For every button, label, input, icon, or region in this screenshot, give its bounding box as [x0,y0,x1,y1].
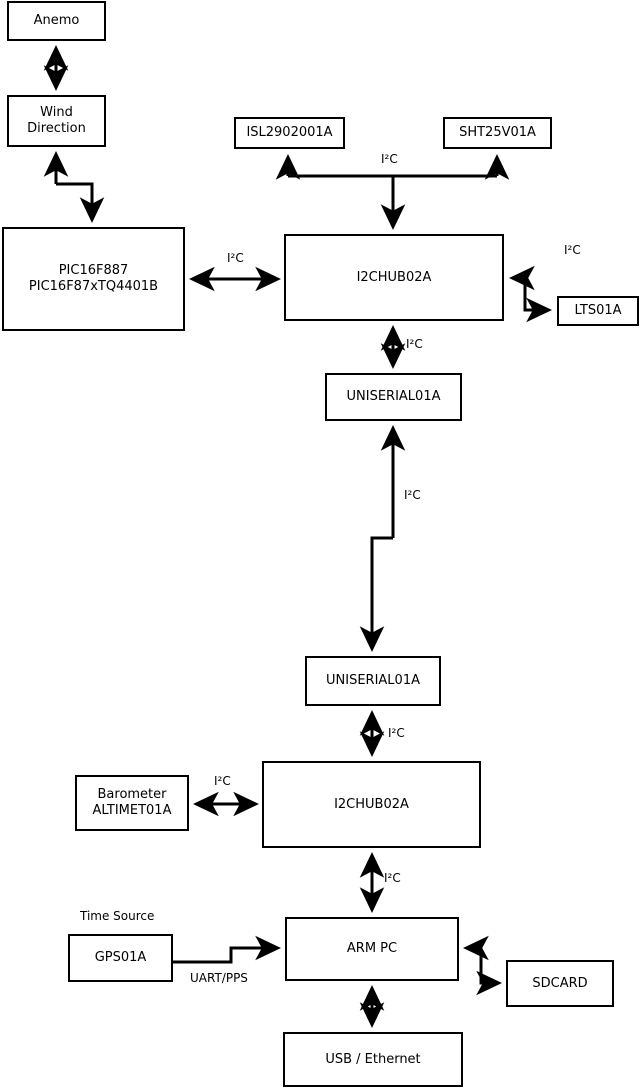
edge-label-i2c-barometer: I²C [214,774,231,788]
node-arm-pc[interactable]: ARM PC [285,917,459,981]
node-sdcard-label: SDCARD [532,975,588,991]
edge-wind-pic [43,150,105,224]
node-sdcard[interactable]: SDCARD [506,960,614,1007]
node-barometer-altimet01a[interactable]: Barometer ALTIMET01A [75,775,189,831]
node-i2chub02a-bottom[interactable]: I2CHUB02A [262,761,481,848]
edge-gps-armpc [173,935,282,964]
node-gps01a[interactable]: GPS01A [68,934,173,982]
edge-hubtop-sensors-bus [275,153,510,231]
node-pic-mcu[interactable]: PIC16F887 PIC16F87xTQ4401B [2,227,185,331]
edge-label-i2c-sensor-bus: I²C [381,152,398,166]
edge-label-i2c-pic-hub: I²C [227,251,244,265]
node-gps01a-label: GPS01A [94,950,147,966]
node-uniserial01a-top[interactable]: UNISERIAL01A [325,373,462,421]
edge-label-i2c-uniserial-link: I²C [404,488,421,502]
edge-label-i2c-lts: I²C [564,243,581,257]
node-anemo[interactable]: Anemo [7,1,106,41]
node-pic-mcu-label: PIC16F887 PIC16F87xTQ4401B [28,263,159,294]
node-sht25v01a[interactable]: SHT25V01A [443,117,552,149]
label-time-source: Time Source [80,909,155,923]
node-wind-direction-label: Wind Direction [27,105,86,136]
node-usb-ethernet[interactable]: USB / Ethernet [283,1032,463,1087]
node-uniserial01a-bottom[interactable]: UNISERIAL01A [305,656,441,706]
node-i2chub02a-top[interactable]: I2CHUB02A [284,234,504,321]
edge-armpc-sdcard [462,935,503,996]
node-usb-ethernet-label: USB / Ethernet [325,1051,421,1067]
edge-label-i2c-uniserial-hub2: I²C [388,726,405,740]
node-uniserial01a-bottom-label: UNISERIAL01A [326,673,420,689]
node-isl2902001a-label: ISL2902001A [246,125,333,141]
node-sht25v01a-label: SHT25V01A [459,125,536,141]
edge-label-uart-pps: UART/PPS [190,971,248,985]
node-isl2902001a[interactable]: ISL2902001A [234,117,345,149]
edge-uniserial-link [359,424,406,653]
node-uniserial01a-top-label: UNISERIAL01A [346,389,441,405]
edge-label-i2c-hub2-armpc: I²C [384,871,401,885]
node-barometer-altimet01a-label: Barometer ALTIMET01A [92,787,172,818]
edge-label-i2c-hub-uniserial: I²C [406,337,423,351]
edge-hubtop-lts [508,265,553,323]
node-i2chub02a-bottom-label: I2CHUB02A [334,796,409,812]
node-anemo-label: Anemo [33,13,80,29]
node-lts01a[interactable]: LTS01A [557,296,639,326]
node-i2chub02a-top-label: I2CHUB02A [356,269,432,285]
node-arm-pc-label: ARM PC [346,941,398,957]
node-wind-direction[interactable]: Wind Direction [7,95,106,147]
node-lts01a-label: LTS01A [574,303,622,319]
